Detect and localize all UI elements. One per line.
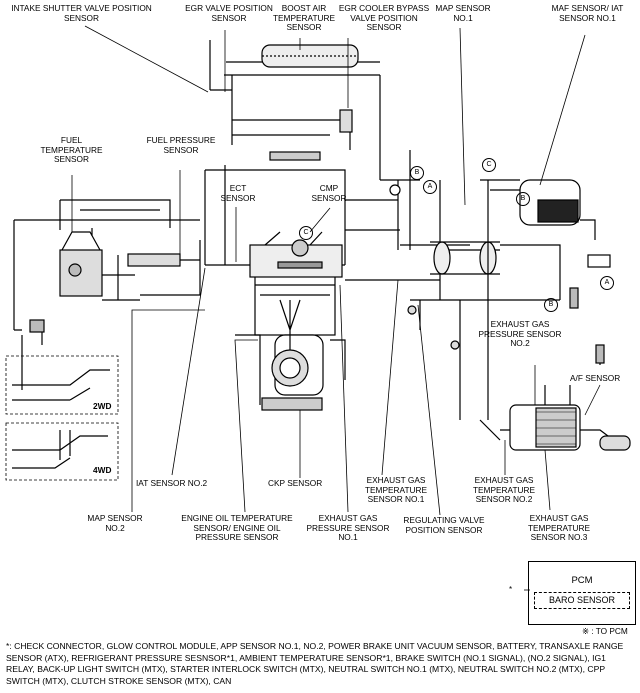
footnote: *: CHECK CONNECTOR, GLOW CONTROL MODULE,… [6, 641, 624, 686]
marker-c: C [482, 158, 496, 172]
marker-b: B [410, 166, 424, 180]
engine-oil-temperature-pressure-sensor-label: ENGINE OIL TEMPERATURE SENSOR/ ENGINE OI… [181, 513, 293, 543]
exhaust-gas-temperature-sensor-no2-label: EXHAUST GAS TEMPERATURE SENSOR NO.2 [472, 475, 536, 505]
exhaust-gas-pressure-sensor-no1-label: EXHAUST GAS PRESSURE SENSOR NO.1 [306, 513, 390, 543]
af-sensor-label: A/F SENSOR [570, 373, 621, 383]
2wd-label: 2WD [93, 401, 112, 411]
to-pcm-legend: ※ : TO PCM [582, 626, 628, 636]
ckp-sensor-label: CKP SENSOR [268, 478, 323, 488]
asterisk-mark: * [509, 585, 513, 594]
map-sensor-no2-label: MAP SENSOR NO.2 [87, 513, 143, 533]
egr-cooler-bypass-valve-position-sensor-label: EGR COOLER BYPASS VALVE POSITION SENSOR [338, 3, 430, 33]
fuel-pressure-sensor-label: FUEL PRESSURE SENSOR [146, 135, 216, 155]
exhaust-gas-pressure-sensor-no2-label: EXHAUST GAS PRESSURE SENSOR NO.2 [478, 319, 562, 349]
marker-b: B [544, 298, 558, 312]
ect-sensor-label: ECT SENSOR [220, 183, 256, 203]
cmp-sensor-label: CMP SENSOR [311, 183, 347, 203]
marker-b: B [516, 192, 530, 206]
map-sensor-no1-label: MAP SENSOR NO.1 [435, 3, 491, 23]
4wd-label: 4WD [93, 465, 112, 475]
maf-iat-sensor-no1-label: MAF SENSOR/ IAT SENSOR NO.1 [551, 3, 624, 23]
intake-shutter-valve-position-sensor-label: INTAKE SHUTTER VALVE POSITION SENSOR [11, 3, 152, 23]
marker-c: C [299, 226, 313, 240]
baro-sensor-box: BARO SENSOR [534, 592, 630, 609]
pcm-title: PCM [571, 575, 593, 586]
egr-valve-position-sensor-label: EGR VALVE POSITION SENSOR [185, 3, 273, 23]
fuel-temperature-sensor-label: FUEL TEMPERATURE SENSOR [40, 135, 103, 165]
iat-sensor-no2-label: IAT SENSOR NO.2 [136, 478, 208, 488]
boost-air-temperature-sensor-label: BOOST AIR TEMPERATURE SENSOR [272, 3, 336, 33]
marker-a: A [423, 180, 437, 194]
regulating-valve-position-sensor-label: REGULATING VALVE POSITION SENSOR [403, 515, 485, 535]
exhaust-gas-temperature-sensor-no3-label: EXHAUST GAS TEMPERATURE SENSOR NO.3 [527, 513, 591, 543]
pcm-box: PCM [528, 561, 636, 625]
exhaust-gas-temperature-sensor-no1-label: EXHAUST GAS TEMPERATURE SENSOR NO.1 [364, 475, 428, 505]
marker-a: A [600, 276, 614, 290]
